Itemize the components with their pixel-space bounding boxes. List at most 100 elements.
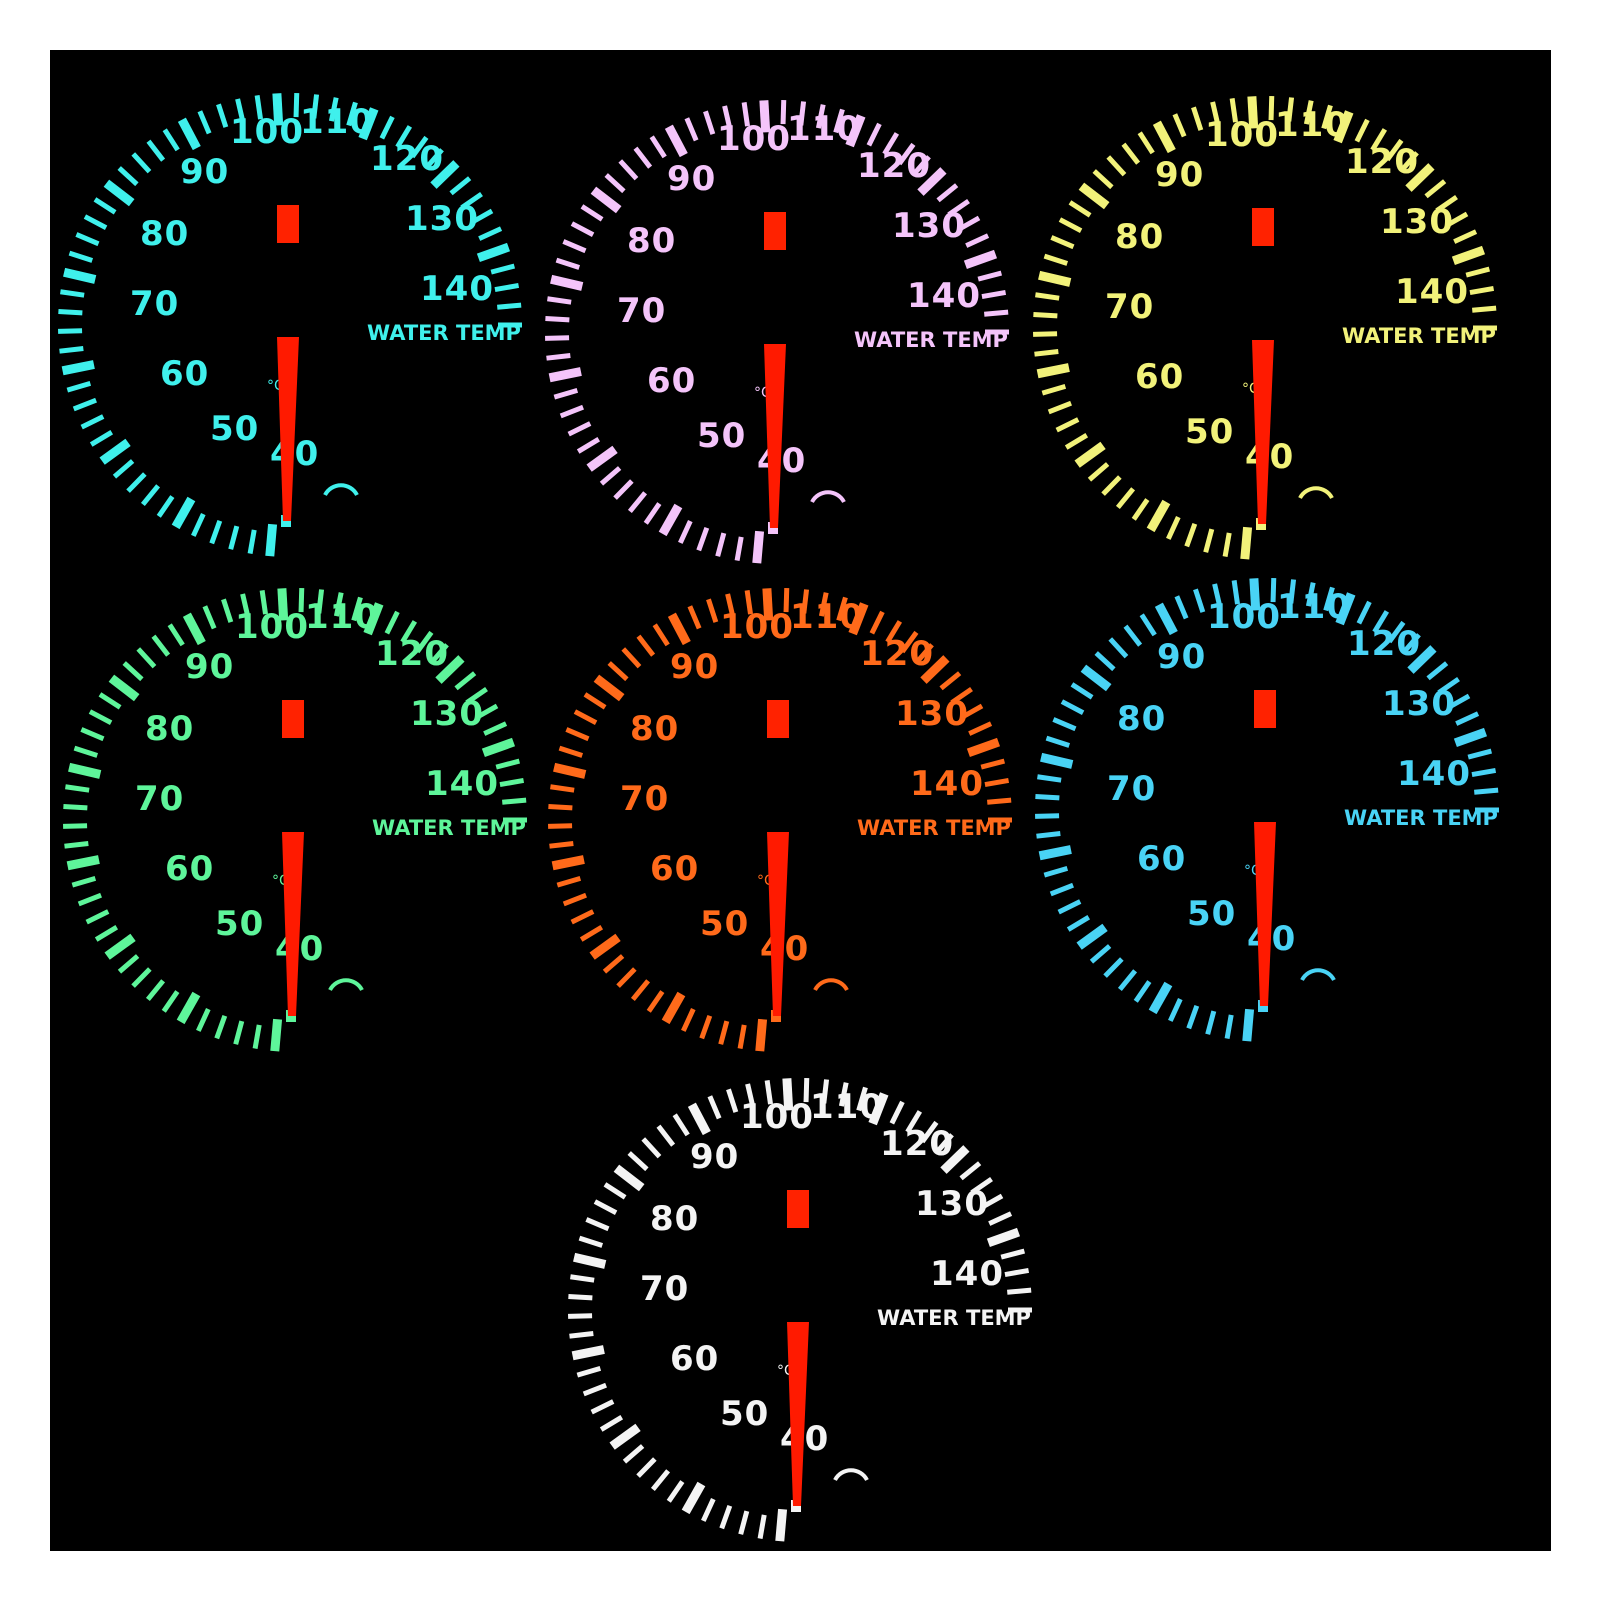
major-tick (1038, 270, 1072, 287)
minor-tick (1108, 637, 1129, 659)
minor-tick (950, 687, 973, 705)
minor-tick (783, 588, 790, 613)
minor-tick (465, 687, 488, 705)
minor-tick (1472, 305, 1497, 313)
major-tick (177, 117, 201, 151)
minor-tick (1047, 400, 1072, 415)
major-tick (61, 360, 95, 376)
scale-label-140: 140 (425, 764, 499, 804)
minor-tick (1045, 735, 1071, 748)
scale-label-140: 140 (1395, 272, 1469, 312)
warning-block (1254, 690, 1276, 728)
minor-tick (726, 1088, 739, 1113)
minor-tick (495, 758, 521, 770)
minor-tick (745, 1083, 756, 1108)
minor-tick (214, 1014, 228, 1040)
scale-label-100: 100 (720, 607, 794, 647)
needle (767, 832, 789, 1016)
minor-tick (395, 125, 413, 149)
minor-tick (630, 979, 651, 1001)
scale-label-80: 80 (145, 709, 194, 749)
major-tick (108, 674, 140, 702)
minor-tick (911, 155, 931, 177)
minor-tick (66, 380, 92, 393)
minor-tick (1305, 582, 1316, 607)
minor-tick (568, 1294, 593, 1301)
minor-tick (1354, 118, 1370, 143)
scale-label-50: 50 (697, 416, 746, 456)
minor-tick (585, 1217, 610, 1232)
scale-label-60: 60 (1135, 357, 1184, 397)
major-tick (277, 588, 289, 621)
minor-tick (1172, 113, 1187, 138)
tick-marks (58, 93, 522, 557)
scale-label-70: 70 (1107, 769, 1156, 809)
minor-tick (311, 94, 320, 119)
minor-tick (228, 525, 240, 550)
needle (764, 344, 786, 528)
minor-tick (838, 1082, 849, 1107)
minor-tick (1469, 285, 1495, 296)
minor-tick (1035, 794, 1060, 801)
minor-tick (240, 593, 251, 618)
minor-tick (1224, 1014, 1234, 1039)
indicator-arc (833, 1468, 869, 1482)
minor-tick (1043, 253, 1069, 266)
minor-tick (151, 634, 171, 657)
minor-tick (1106, 155, 1127, 177)
major-tick (589, 933, 621, 960)
minor-tick (1286, 97, 1295, 122)
major-tick (548, 367, 582, 383)
warning-block (787, 1190, 809, 1228)
minor-tick (474, 703, 499, 720)
major-tick (917, 167, 947, 196)
major-tick (868, 1092, 889, 1126)
scale-label-80: 80 (140, 214, 189, 254)
minor-tick (1094, 651, 1116, 672)
minor-tick (1222, 532, 1232, 557)
major-tick (272, 93, 284, 126)
scale-label-80: 80 (627, 221, 676, 261)
major-tick (553, 762, 587, 779)
gauge-title: WATER TEMP (1342, 324, 1496, 348)
minor-tick (145, 979, 166, 1001)
minor-tick (576, 437, 601, 454)
minor-tick (1212, 583, 1223, 608)
minor-tick (93, 197, 117, 215)
major-tick (966, 737, 1001, 758)
major-tick (1080, 664, 1112, 692)
minor-tick (1399, 151, 1419, 173)
gauge-title: WATER TEMP (854, 328, 1008, 352)
major-tick (590, 186, 622, 214)
minor-tick (548, 823, 573, 829)
major-tick (1036, 363, 1070, 379)
minor-tick (578, 1235, 604, 1248)
minor-tick (85, 909, 110, 925)
minor-tick (977, 270, 1003, 282)
scale-label-120: 120 (880, 1124, 954, 1164)
scale-label-120: 120 (860, 634, 934, 674)
scale-label-90: 90 (180, 152, 229, 192)
scale-label-40: 40 (270, 434, 319, 474)
minor-tick (88, 709, 113, 725)
minor-tick (719, 1504, 733, 1530)
minor-tick (900, 630, 919, 654)
scale-label-70: 70 (135, 779, 184, 819)
minor-tick (1387, 620, 1406, 644)
minor-tick (63, 804, 88, 811)
major-tick (1078, 182, 1110, 210)
minor-tick (1474, 787, 1499, 795)
minor-tick (293, 93, 300, 118)
major-tick (845, 114, 866, 148)
major-tick (358, 107, 379, 141)
major-tick (1249, 578, 1261, 611)
minor-tick (202, 605, 217, 630)
minor-tick (449, 176, 472, 196)
scale-label-110: 110 (810, 1087, 884, 1127)
minor-tick (869, 610, 885, 635)
